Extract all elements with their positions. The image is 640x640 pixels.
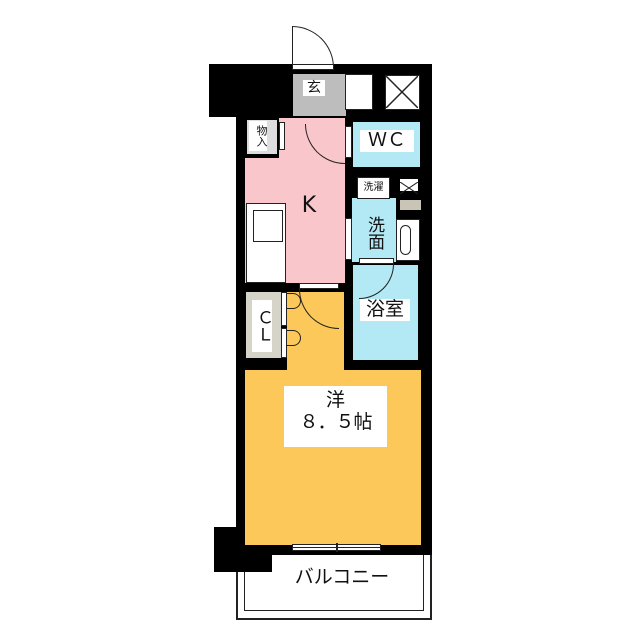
- kitchen-label: K: [296, 193, 322, 219]
- pipe-space-x-icon: [385, 75, 419, 109]
- washbasin-shelf: [400, 200, 421, 210]
- bath-label: 浴室: [360, 298, 410, 321]
- room-door[interactable]: [299, 283, 339, 289]
- balcony-window[interactable]: [292, 543, 381, 552]
- wall-block-top-left: [209, 64, 293, 117]
- wc-label: ＷＣ: [360, 129, 414, 152]
- washroom-door[interactable]: [345, 218, 352, 260]
- entrance-label: 玄: [303, 80, 325, 97]
- storage-door[interactable]: [279, 122, 285, 150]
- entrance-door[interactable]: [292, 64, 334, 70]
- shoe-cabinet: [345, 74, 373, 110]
- closet-door-swing-lower: [287, 330, 301, 346]
- pipe-space: [385, 75, 420, 110]
- laundry-label: 洗濯: [360, 182, 387, 194]
- washbasin: [396, 219, 420, 261]
- washbasin-bowl: [400, 225, 411, 255]
- kitchen-counter: [246, 203, 286, 283]
- western-room-label-box: 洋 ８．５帖: [284, 386, 387, 447]
- entrance-door-swing: [292, 26, 334, 68]
- wc-door[interactable]: [345, 126, 352, 158]
- closet-label: ＣＬ: [252, 300, 273, 352]
- balcony-inner-rail: [244, 548, 424, 611]
- duct: [399, 179, 419, 195]
- window-center: [336, 543, 338, 552]
- closet-door-upper[interactable]: [281, 292, 287, 326]
- balcony-label: バルコニー: [282, 566, 402, 589]
- western-room-size: ８．５帖: [299, 410, 372, 433]
- western-room-label: 洋: [325, 389, 345, 411]
- storage-label: 物入: [249, 121, 268, 151]
- bath-door[interactable]: [359, 258, 394, 264]
- closet-door-swing-upper: [287, 293, 301, 309]
- washroom-label: 洗面: [359, 213, 384, 253]
- sink: [253, 210, 283, 242]
- closet-door-lower[interactable]: [281, 328, 287, 358]
- duct-x-icon: [399, 181, 419, 195]
